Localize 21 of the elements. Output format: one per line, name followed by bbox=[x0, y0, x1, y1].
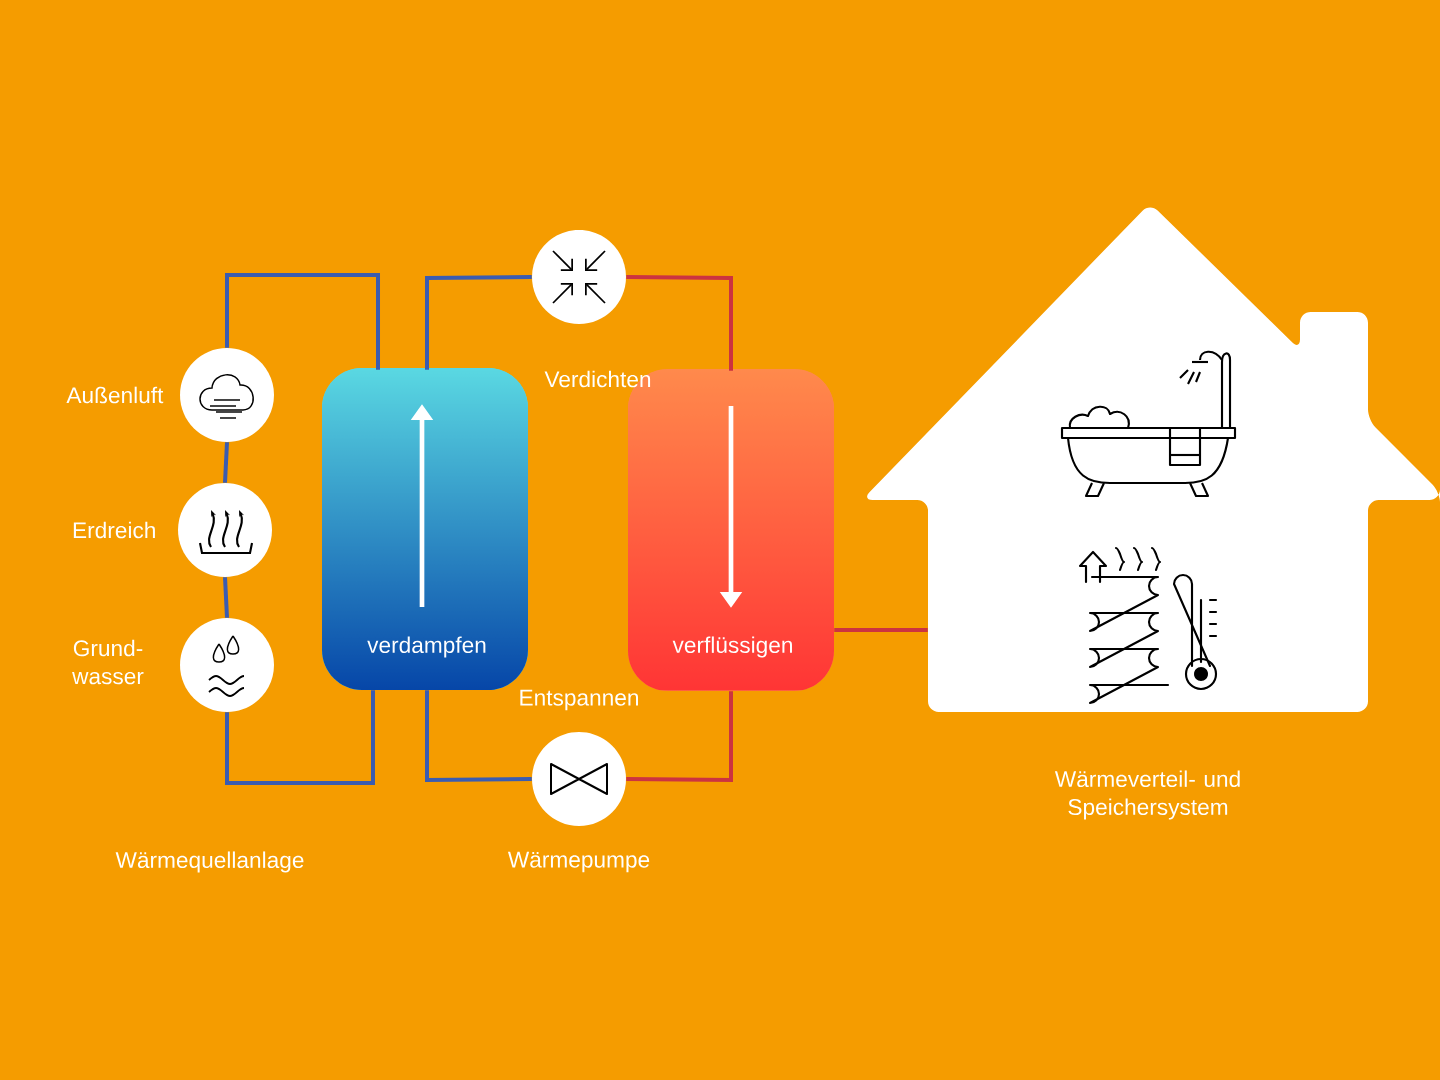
circle-node: Grund- wasser bbox=[72, 618, 274, 712]
pipe-line bbox=[225, 690, 375, 785]
node-label: Wärmeverteil- und Speichersystem bbox=[1054, 770, 1240, 820]
circle-node: Erdreich bbox=[73, 483, 272, 577]
node-label: Erdreich bbox=[73, 521, 155, 539]
node-label: Grund- wasser bbox=[72, 639, 144, 685]
node-label: Entspannen bbox=[520, 689, 638, 711]
pipe-line bbox=[425, 690, 532, 782]
circle-node: Außenluft bbox=[66, 348, 274, 442]
pipe-line bbox=[225, 273, 380, 370]
pipe-line bbox=[425, 275, 532, 370]
pipe-line bbox=[626, 275, 733, 371]
pipe-line bbox=[223, 577, 229, 618]
pipe-line bbox=[223, 442, 229, 483]
node-label: Außenluft bbox=[66, 386, 164, 404]
section-label: Wärmequellanlage bbox=[115, 851, 304, 873]
process-box: verdampfen bbox=[322, 368, 528, 690]
pipe-line bbox=[626, 691, 733, 782]
section-label: Wärmepumpe bbox=[507, 851, 650, 873]
circle-node: Entspannen bbox=[520, 689, 638, 826]
pipe-line bbox=[834, 628, 928, 632]
